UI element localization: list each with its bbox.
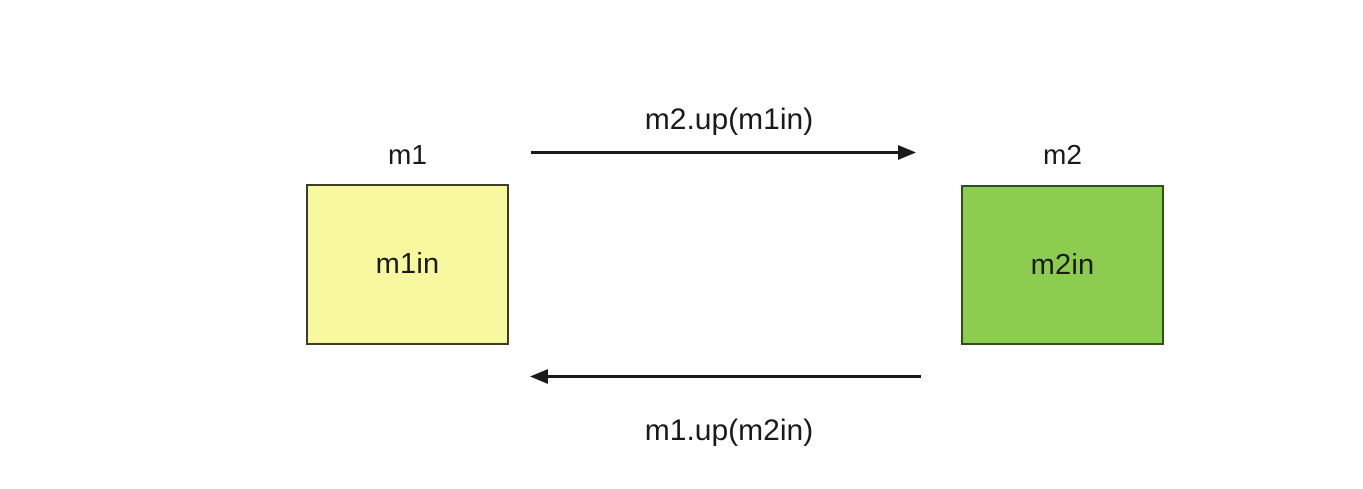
arrow-label-top: m2.up(m1in) (644, 103, 814, 136)
module-inner-label-m1: m1in (375, 248, 440, 280)
arrow-label-bottom: m1.up(m2in) (644, 414, 814, 447)
module-box-m1[interactable]: m1in (306, 184, 509, 345)
arrow-bottom-head-icon (530, 369, 548, 384)
module-title-m1: m1 (388, 139, 427, 170)
module-title-m2: m2 (1043, 139, 1082, 170)
arrow-top-head-icon (898, 145, 916, 160)
arrow-top-m1-to-m2 (531, 145, 916, 160)
module-box-m2[interactable]: m2in (961, 185, 1164, 345)
module-inner-label-m2: m2in (1030, 248, 1095, 281)
arrow-bottom-m2-to-m1 (530, 369, 921, 384)
